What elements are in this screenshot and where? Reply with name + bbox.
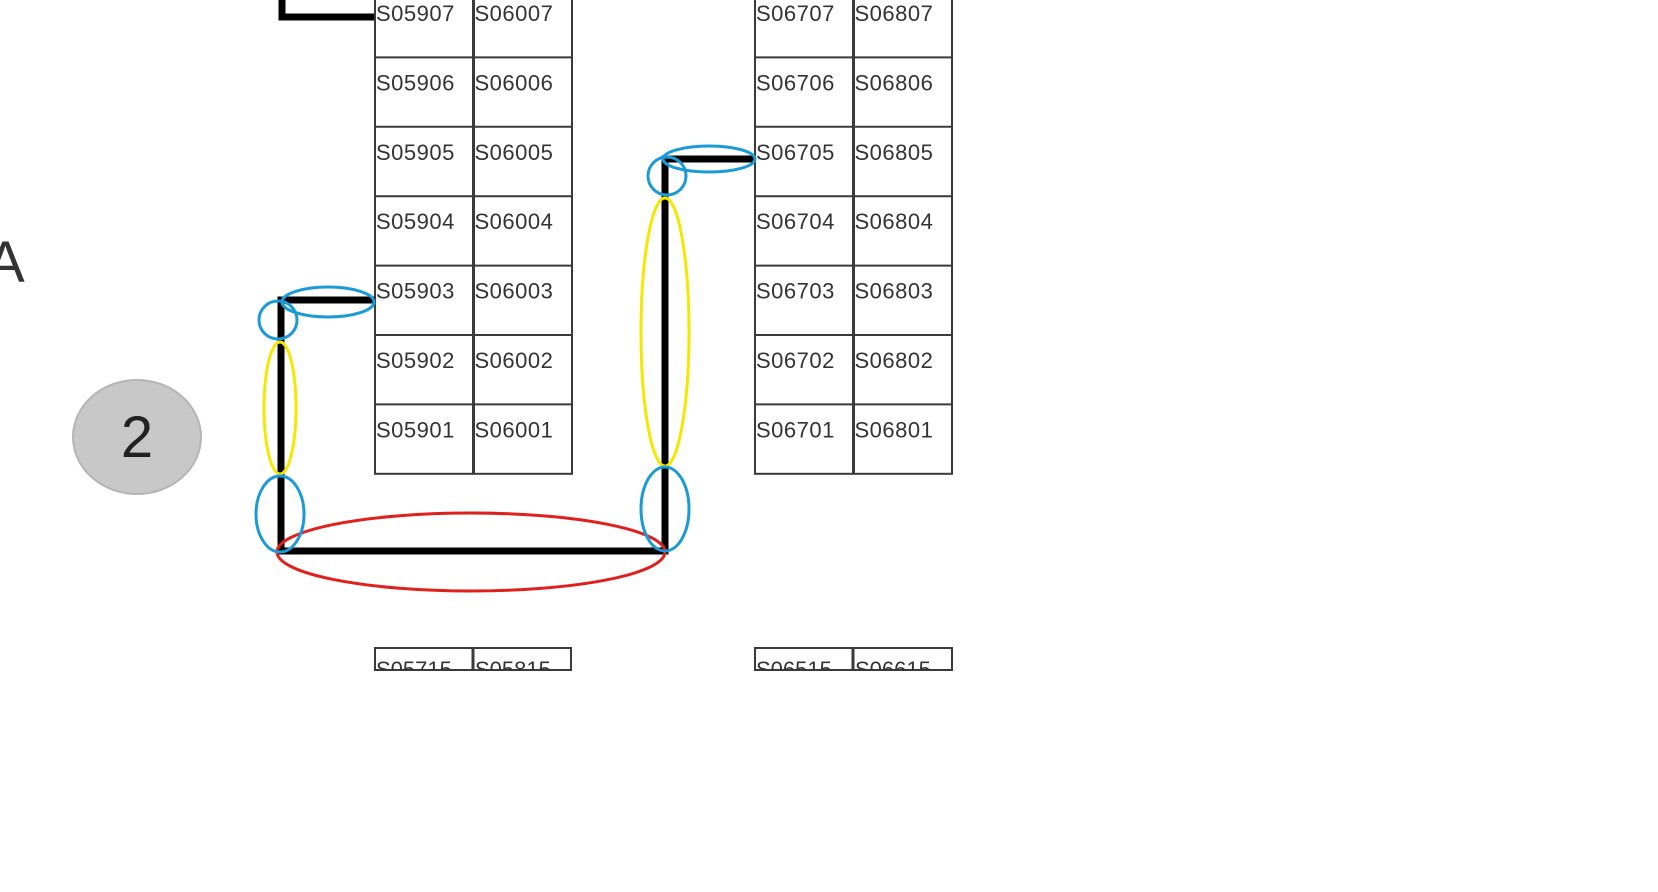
shelf-cell-label: S06001 [475, 417, 554, 442]
shelf-cell-label: S06702 [756, 348, 835, 373]
corner-marker [639, 465, 691, 553]
step-badge-number: 2 [121, 405, 153, 470]
corner-marker [254, 474, 306, 554]
shelf-block-lower-left: S05715 S05815 [374, 647, 572, 682]
shelf-cell-label: S06007 [475, 1, 554, 26]
shelf-cell-label: S06002 [475, 348, 554, 373]
shelf-cell-label: S06803 [855, 279, 934, 304]
shelf-cell-label: S06701 [756, 417, 835, 442]
corner-marker [646, 155, 688, 197]
shelf-cell-label: S06805 [855, 140, 934, 165]
shelf-cell-label: S06006 [475, 70, 554, 95]
shelf-cell-label: S06005 [475, 140, 554, 165]
shelf-cell-label: S05906 [376, 70, 455, 95]
shelf-cell-label: S05901 [376, 417, 455, 442]
shelf-cell-label: S05815 [475, 657, 551, 682]
shelf-cell-label: S05907 [376, 1, 455, 26]
path-top-fragment [278, 0, 375, 21]
shelf-cell-label: S06003 [475, 279, 554, 304]
shelf-cell-label: S06706 [756, 70, 835, 95]
shelf-cell-label: S06707 [756, 1, 835, 26]
shelf-cell-label: S06703 [756, 279, 835, 304]
shelf-cell-label: S05904 [376, 209, 455, 234]
shelf-cell-label: S06004 [475, 209, 554, 234]
shelf-block-lower-right: S06515 S06615 [754, 647, 953, 682]
shelf-cell-label: S06804 [855, 209, 934, 234]
segment-marker-vertical [262, 340, 298, 476]
shelf-cell-label: S06705 [756, 140, 835, 165]
corner-marker [661, 144, 757, 174]
side-label: A [0, 230, 25, 295]
shelf-cell-label: S06801 [855, 417, 934, 442]
shelf-cell-label: S05903 [376, 279, 455, 304]
shelf-cell-label: S05902 [376, 348, 455, 373]
shelf-cell-label: S06515 [756, 657, 832, 682]
shelf-cell-label: S05715 [376, 657, 452, 682]
shelf-cell-label: S06615 [855, 657, 931, 682]
corner-marker [257, 299, 299, 341]
shelf-cell-label: S06806 [855, 70, 934, 95]
shelf-cell-label: S06807 [855, 1, 934, 26]
shelf-cell-label: S06704 [756, 209, 835, 234]
route-path [277, 155, 755, 555]
step-badge: 2 [72, 379, 202, 495]
shelf-cell-label: S06802 [855, 348, 934, 373]
shelf-cell-label: S05905 [376, 140, 455, 165]
